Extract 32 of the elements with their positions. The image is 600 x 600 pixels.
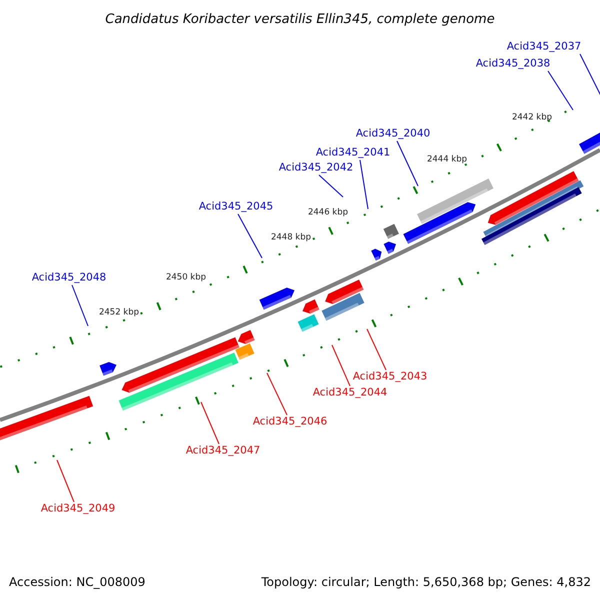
gene-label: Acid345_2044 [312,386,388,400]
gene-label: Acid345_2042 [278,162,354,174]
gene-label: Acid345_2049 [40,502,116,516]
leader-line [366,328,386,370]
gene-label: Acid345_2045 [198,200,274,214]
scale-label: 2446 kbp [308,208,348,218]
gene-label: Acid345_2048 [32,272,106,284]
leader-line [318,174,344,198]
gene-label: Acid345_2046 [252,416,328,428]
gene-label: Acid345_2047 [186,444,260,458]
scale-label: 2450 kbp [166,272,206,284]
scale-label: 2448 kbp [270,232,312,244]
title: Candidatus Koribacter versatilis Ellin345, complete genome [104,11,496,29]
gene-label: Acid345_2041 [316,146,390,160]
leader-line [238,214,262,258]
leader-line [72,284,88,326]
leader-line [360,160,368,210]
gene-label: Acid345_2040 [356,128,430,140]
leader-line [332,344,350,386]
gene-label: Acid345_2038 [476,58,550,70]
scale-label: 2442 kbp [512,112,552,124]
leader-line [56,460,74,502]
scale-label: 2452 kbp [98,308,140,318]
scale-label: 2444 kbp [426,154,468,166]
leader-line [396,140,418,186]
gene-label: Acid345_2043 [352,370,428,384]
leader-line [200,402,220,444]
leader-line [266,372,288,416]
leader-line [548,70,574,110]
genome-stats-text: Topology: circular; Length: 5,650,368 bp; Genes: 4,832 [261,574,591,591]
gene-label: Acid345_2037 [506,40,582,54]
accession-text: Accession: NC_008009 [9,574,146,591]
